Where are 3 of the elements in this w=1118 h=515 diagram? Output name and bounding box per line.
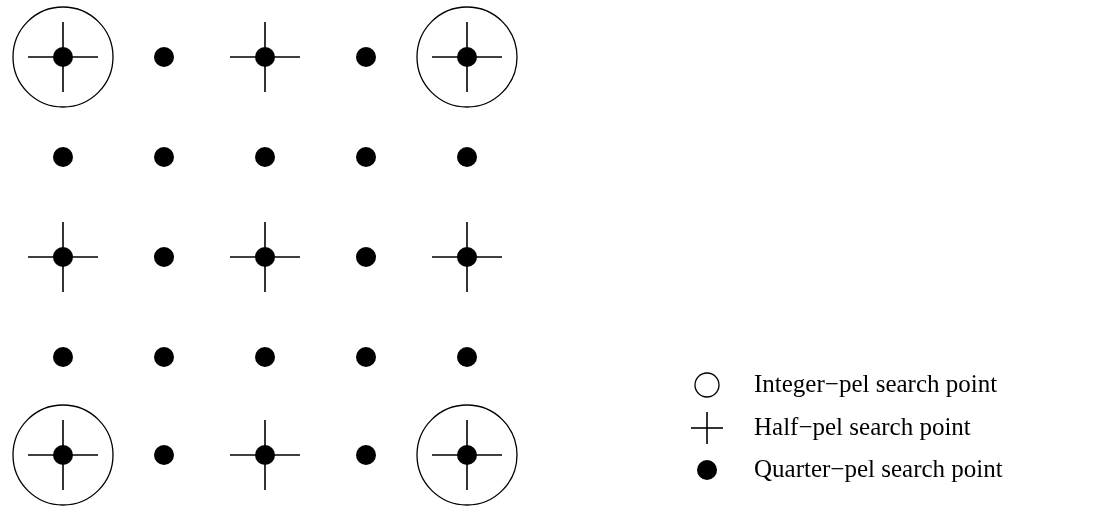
legend-text: Half−pel search point (754, 412, 971, 442)
legend-text: Quarter−pel search point (754, 454, 1003, 484)
legend-text: Integer−pel search point (754, 369, 998, 399)
